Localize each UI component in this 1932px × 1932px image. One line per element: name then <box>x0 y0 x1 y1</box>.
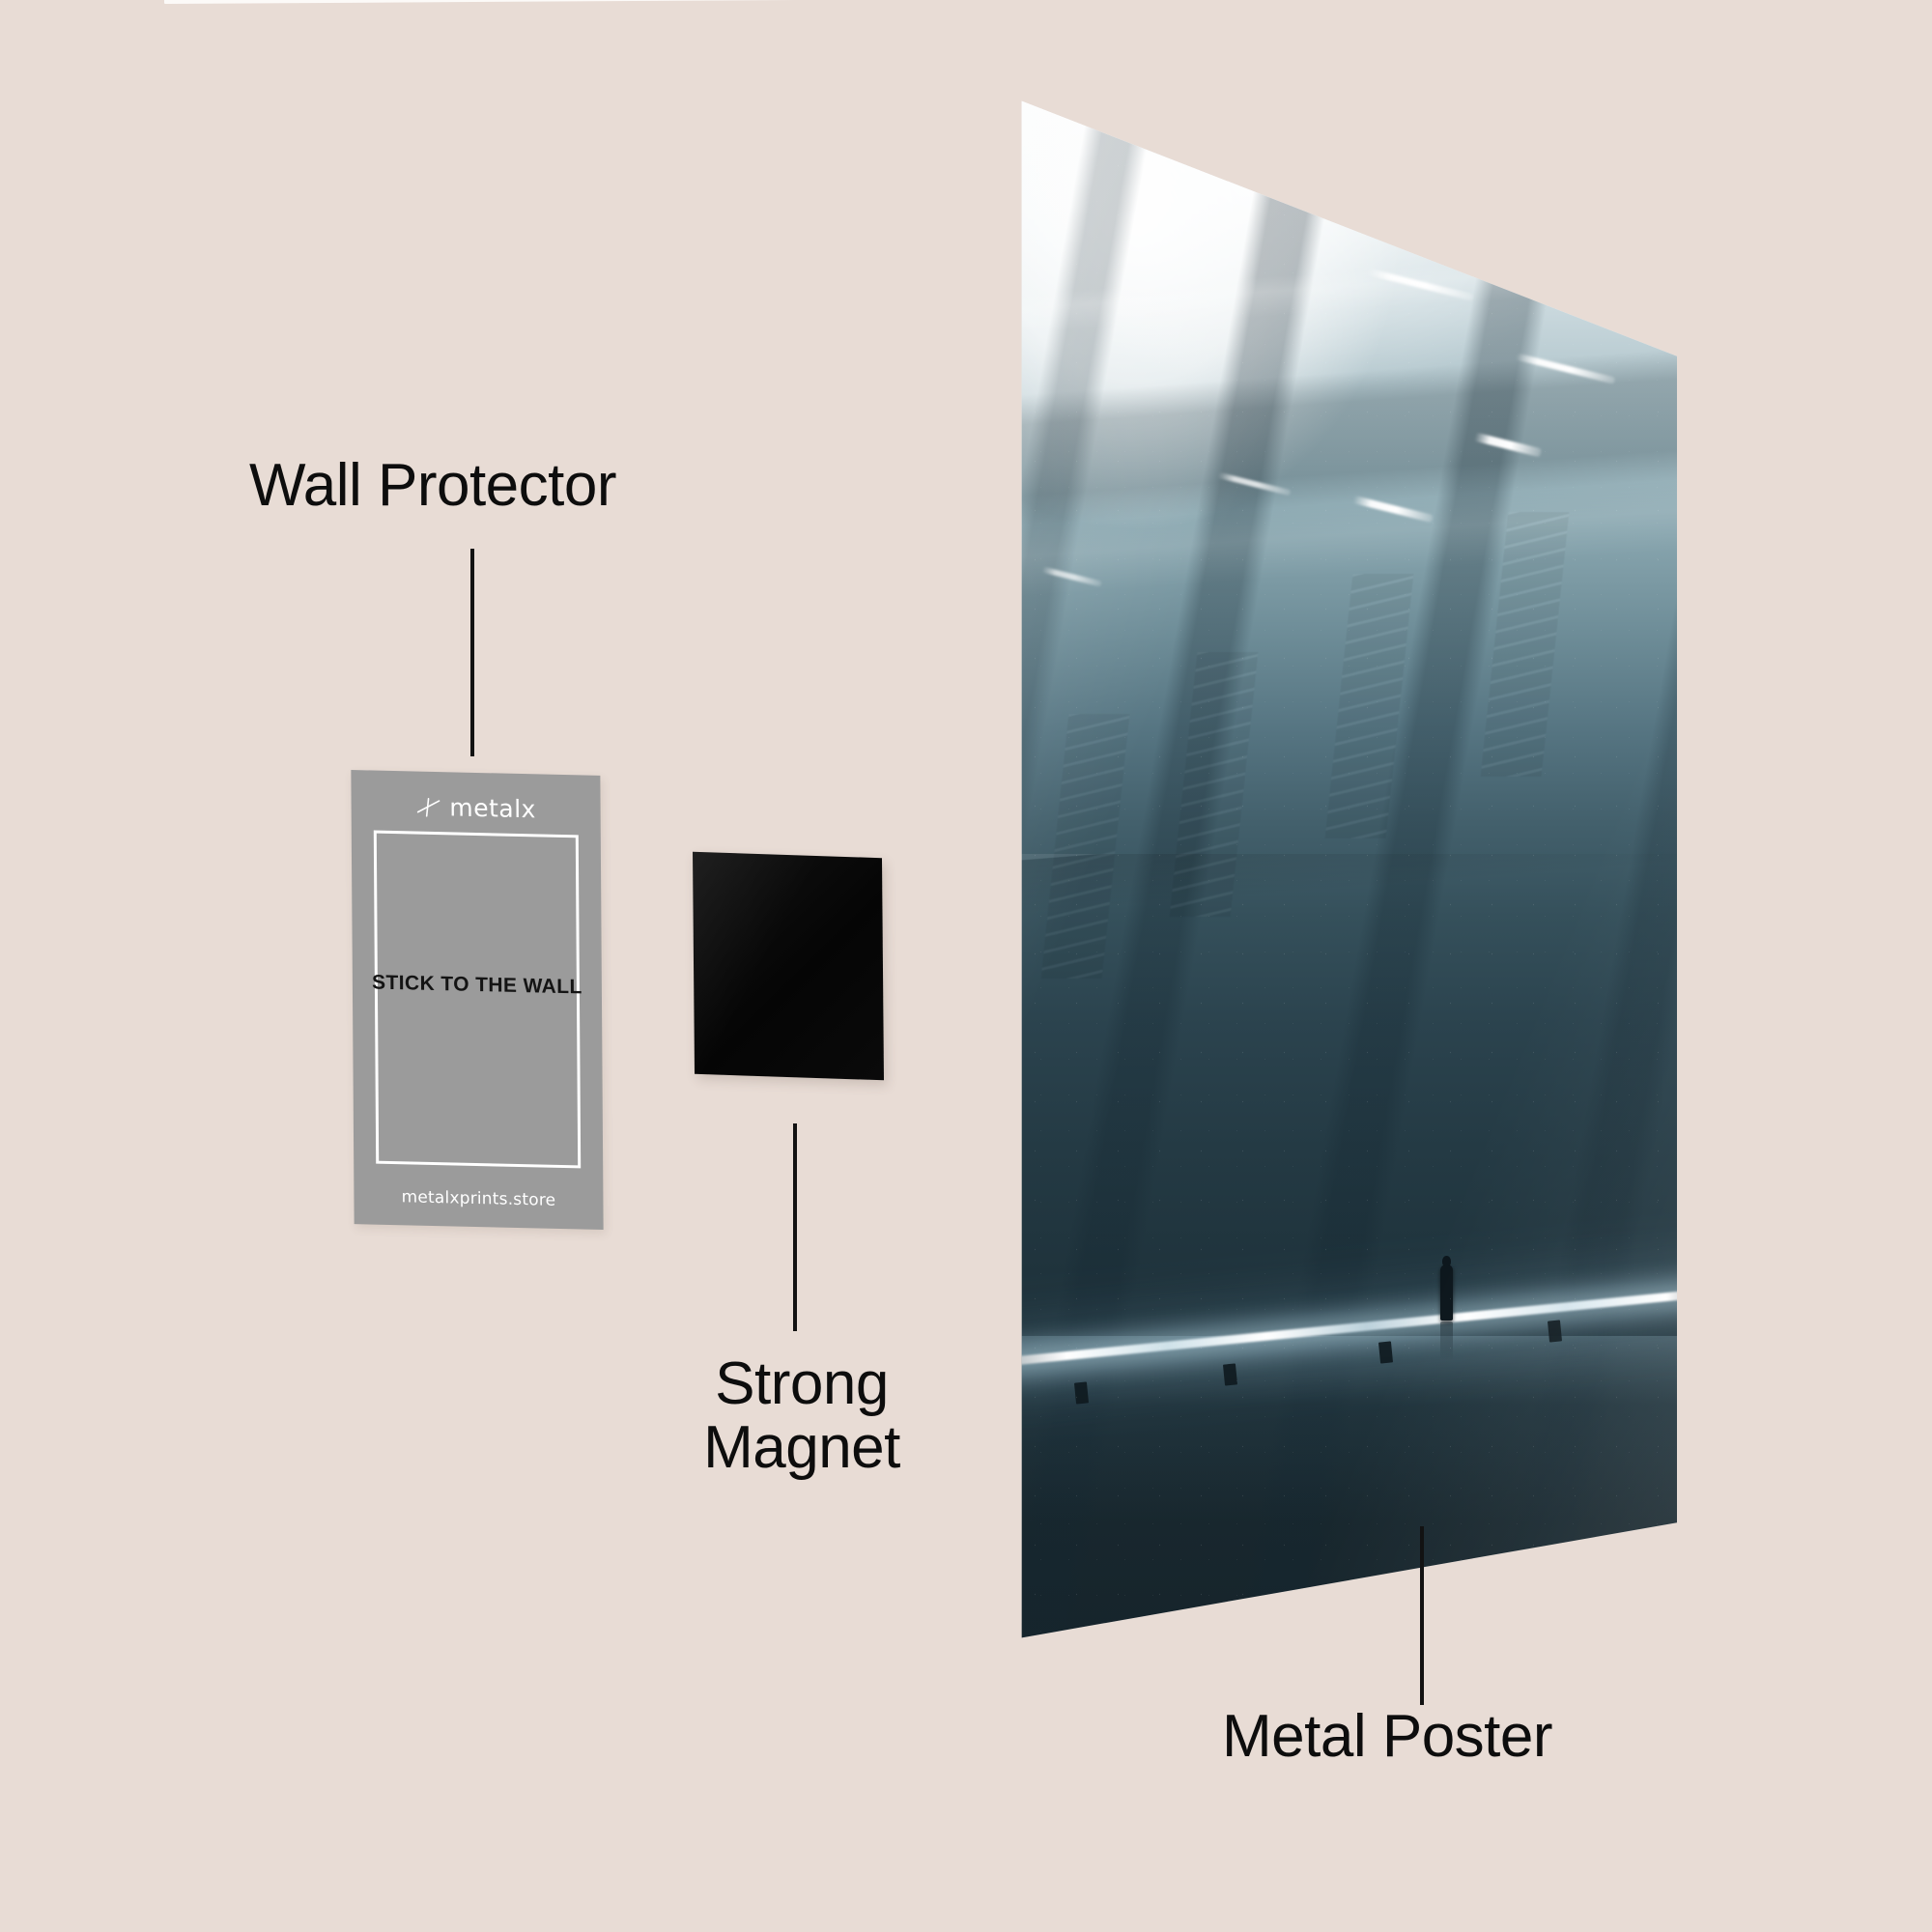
poster-concrete-columns <box>1021 100 1677 1638</box>
brand-name-text: metalx <box>449 793 537 824</box>
label-metal-poster: Metal Poster <box>1222 1703 1553 1770</box>
brand-url-text: metalxprints.store <box>401 1187 556 1210</box>
metal-poster-panel[interactable] <box>1021 100 1677 1638</box>
poster-slab-horizon <box>1021 853 1677 1321</box>
brand-logo: metalx <box>352 791 601 825</box>
poster-light-post <box>1378 1341 1394 1365</box>
label-strong-magnet: Strong Magnet <box>703 1350 900 1481</box>
leader-line-metal-poster <box>1420 1526 1424 1705</box>
top-edge-strip <box>163 0 943 4</box>
poster-light-post <box>1547 1320 1563 1343</box>
leader-line-wall-protector <box>470 549 474 756</box>
poster-light-post <box>1073 1381 1090 1405</box>
label-wall-protector: Wall Protector <box>249 452 617 519</box>
poster-floor-reflection <box>1021 1336 1677 1638</box>
strong-magnet-square[interactable] <box>693 851 884 1081</box>
poster-light-post <box>1222 1363 1238 1386</box>
magnet-sheen-overlay <box>693 851 884 1081</box>
wall-protector-inner-frame <box>373 830 582 1169</box>
metalx-cross-icon <box>416 797 440 817</box>
poster-human-silhouette <box>1440 1255 1453 1360</box>
poster-artwork-background <box>1021 100 1677 1638</box>
wall-protector-card[interactable]: metalx STICK TO THE WALL metalxprints.st… <box>351 770 604 1230</box>
leader-line-strong-magnet <box>793 1123 797 1331</box>
